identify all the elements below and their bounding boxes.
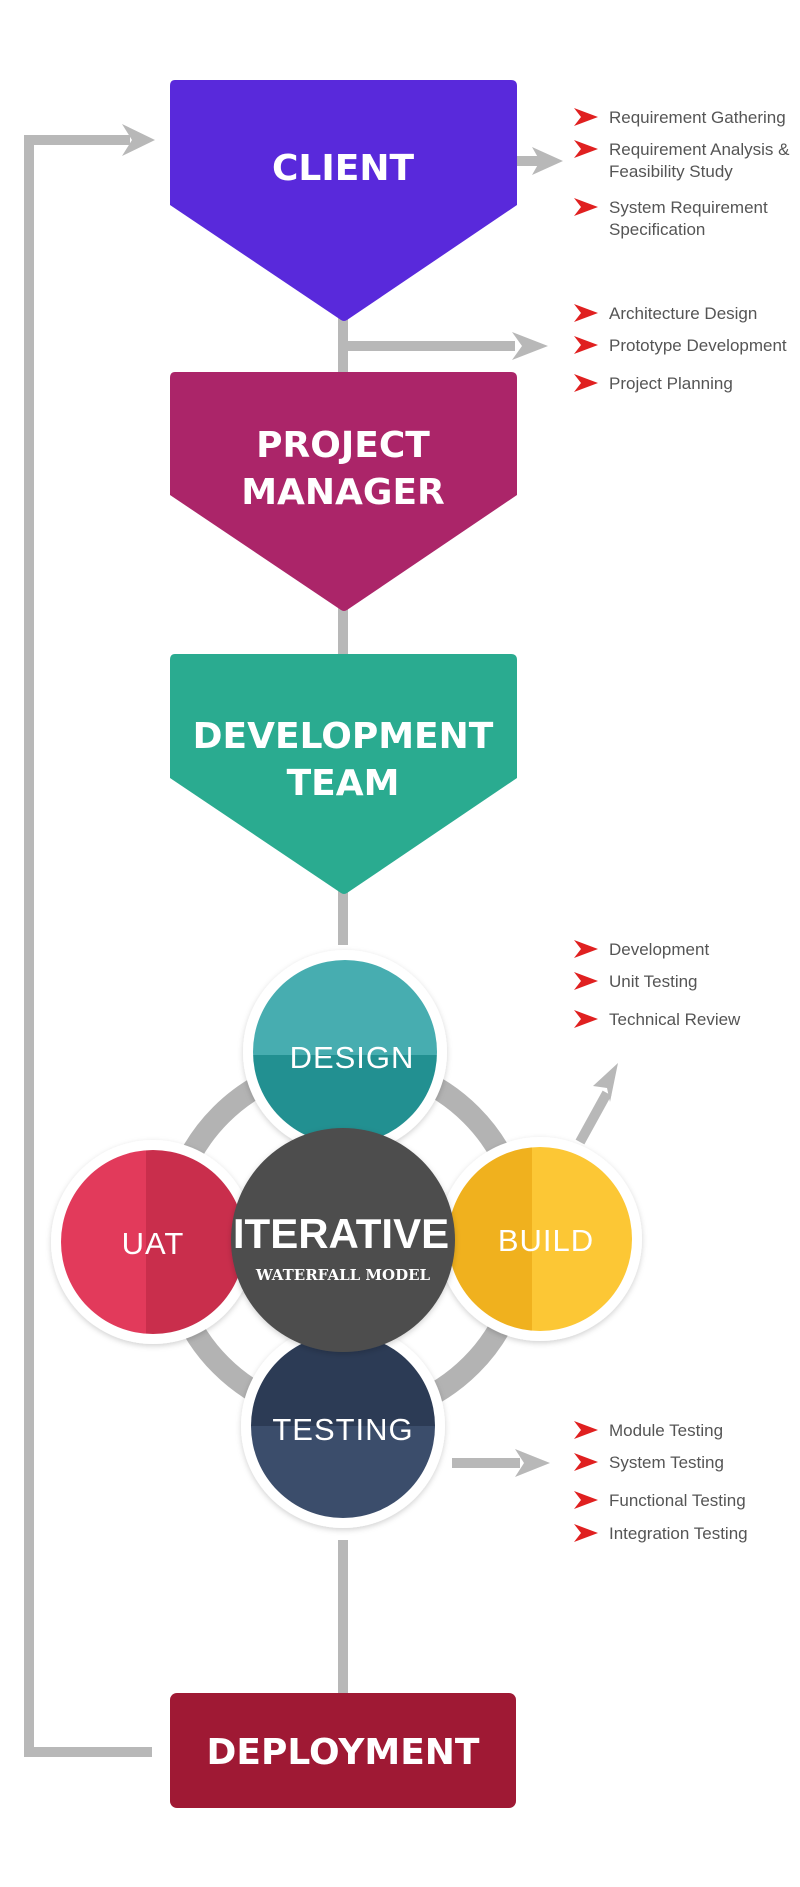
testing-node: TESTING [241, 1324, 445, 1528]
connector-build-list [575, 1090, 612, 1145]
list-item-text: Development [609, 940, 709, 959]
build-node: BUILD [438, 1137, 642, 1341]
red-arrow-icon [574, 108, 598, 126]
list-item-text: Unit Testing [609, 972, 698, 991]
arrowhead-testing-list-icon [515, 1449, 550, 1477]
uat-node: UAT [51, 1140, 255, 1344]
red-arrow-icon [574, 972, 598, 990]
red-arrow-icon [574, 336, 598, 354]
uat-label: UAT [122, 1226, 185, 1261]
design-label: DESIGN [290, 1040, 415, 1075]
red-arrow-icon [574, 304, 598, 322]
red-arrow-icon [574, 1421, 598, 1439]
list-item-text: Requirement Gathering [609, 108, 786, 127]
design-node: DESIGN [243, 950, 447, 1154]
box-label-line: DEVELOPMENT [193, 716, 494, 757]
project-manager-label: PROJECT MANAGER [241, 425, 445, 513]
client-label: CLIENT [272, 148, 414, 189]
list-item-text: Functional Testing [609, 1491, 746, 1510]
list-item-text: System Requirement [609, 198, 768, 217]
red-arrow-icon [574, 1010, 598, 1028]
list-item-text: Prototype Development [609, 336, 787, 355]
box-label-line: DEPLOYMENT [206, 1732, 479, 1773]
feedback-loop-line [24, 135, 152, 1757]
box-label-line: MANAGER [241, 472, 445, 513]
list-item-text: Requirement Analysis & [609, 140, 790, 159]
arrowhead-build-list-icon [593, 1063, 618, 1102]
client-shape [170, 80, 517, 321]
deployment-label: DEPLOYMENT [206, 1732, 479, 1773]
arrowhead-pm-list-icon [512, 332, 548, 360]
build-label: BUILD [498, 1223, 594, 1258]
arrowhead-feedback-icon [122, 124, 155, 156]
project-manager-box: PROJECT MANAGER [170, 372, 517, 611]
box-label-line: CLIENT [272, 148, 414, 189]
list-item-text: Project Planning [609, 374, 733, 393]
list-item-text: Architecture Design [609, 304, 757, 323]
center-subtitle: WATERFALL MODEL [255, 1266, 431, 1284]
testing-label: TESTING [272, 1412, 413, 1447]
development-team-shape [170, 654, 517, 894]
red-arrow-icon [574, 374, 598, 392]
development-team-label: DEVELOPMENT TEAM [193, 716, 494, 804]
red-arrow-icon [574, 1491, 598, 1509]
box-label-line: PROJECT [256, 425, 430, 466]
arrowhead-client-list-icon [532, 147, 563, 175]
client-box: CLIENT [170, 80, 517, 321]
iterative-center-node: ITERATIVE WATERFALL MODEL [231, 1128, 455, 1352]
list-item-text: Feasibility Study [609, 162, 733, 181]
red-arrow-icon [574, 198, 598, 216]
project-manager-shape [170, 372, 517, 611]
red-arrow-icon [574, 1453, 598, 1471]
center-title: ITERATIVE [233, 1210, 449, 1257]
center-circle [231, 1128, 455, 1352]
list-item-text: Module Testing [609, 1421, 723, 1440]
list-item-text: Specification [609, 220, 705, 239]
deployment-box: DEPLOYMENT [170, 1693, 516, 1808]
list-item-text: Integration Testing [609, 1524, 748, 1543]
development-team-box: DEVELOPMENT TEAM [170, 654, 517, 894]
deployment-shape [170, 1693, 516, 1808]
list-item-text: System Testing [609, 1453, 724, 1472]
list-item-text: Technical Review [609, 1010, 741, 1029]
red-arrow-icon [574, 140, 598, 158]
red-arrow-icon [574, 1524, 598, 1542]
red-arrow-icon [574, 940, 598, 958]
box-label-line: TEAM [287, 763, 400, 804]
